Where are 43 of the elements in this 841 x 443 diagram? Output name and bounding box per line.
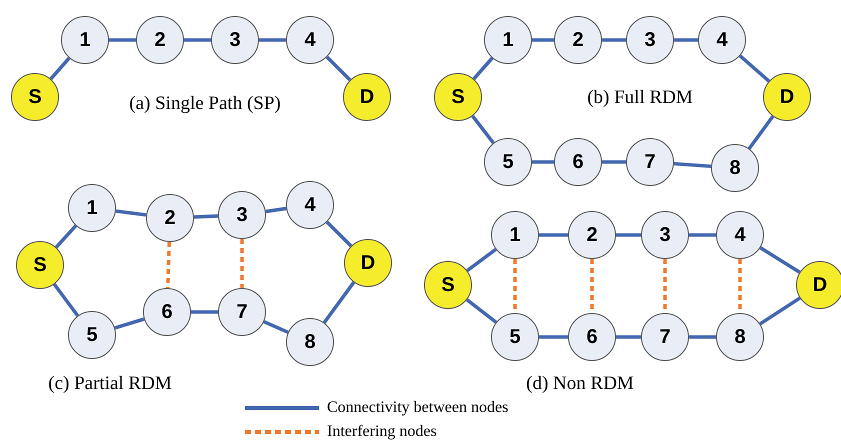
connector-line: [532, 38, 554, 42]
connector-line: [602, 38, 626, 42]
connector-line: [322, 281, 356, 324]
connector-line: [738, 54, 770, 82]
connector-line: [759, 296, 801, 326]
connector-line: [748, 115, 774, 150]
connector-line: [472, 56, 494, 80]
connector-line: [54, 224, 78, 248]
connector-line: [616, 335, 641, 339]
legend-text: Connectivity between nodes: [327, 398, 508, 418]
connector-line: [194, 214, 218, 219]
connector-line: [539, 335, 568, 339]
panel-caption: (b) Full RDM: [586, 86, 694, 110]
dashed-connector: [240, 239, 244, 288]
connector-line: [326, 220, 352, 248]
connector-line: [184, 38, 211, 42]
connector-line: [116, 209, 146, 217]
connector-line: [532, 160, 554, 164]
connector-line: [689, 233, 716, 237]
connector-line: [266, 206, 286, 214]
connector-line: [466, 248, 497, 272]
connector-line: [259, 38, 286, 42]
dashed-connector: [166, 242, 171, 288]
connector-line: [471, 114, 495, 144]
connector-line: [466, 298, 498, 324]
connector-line: [191, 310, 218, 314]
connector-line: [759, 246, 801, 274]
connector-line: [539, 233, 568, 237]
connector-line: [326, 56, 352, 82]
connector-line: [114, 317, 145, 330]
connector-line: [616, 233, 641, 237]
connector-line: [50, 56, 70, 80]
panel-caption: (c) Partial RDM: [47, 372, 173, 396]
connector-line: [602, 160, 626, 164]
connector-line: [109, 38, 136, 42]
panel-caption: (d) Non RDM: [525, 372, 635, 396]
panel-caption: (a) Single Path (SP): [128, 92, 282, 116]
connector-line: [674, 162, 712, 168]
connector-line: [674, 38, 698, 42]
connector-line: [689, 335, 716, 339]
connector-line: [263, 320, 289, 334]
legend-text: Interfering nodes: [327, 422, 437, 442]
connector-line: [52, 283, 80, 317]
